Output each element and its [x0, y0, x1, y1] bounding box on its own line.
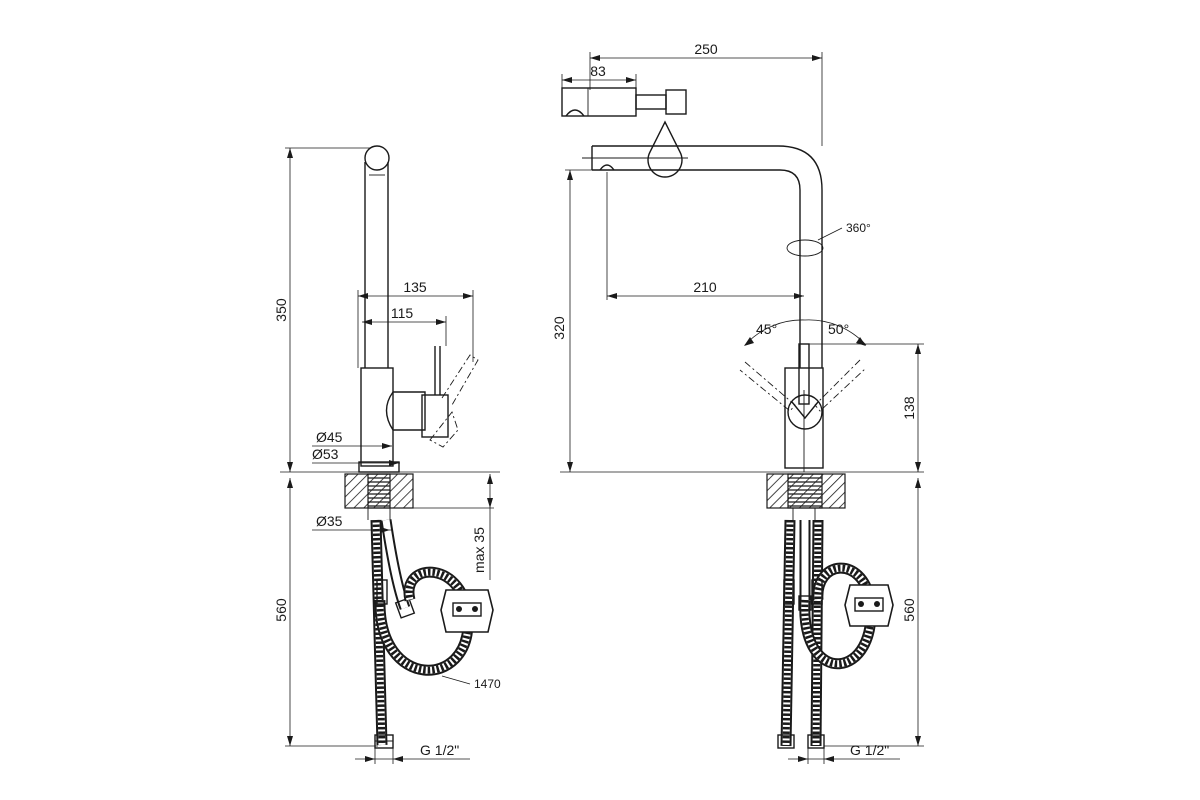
side-dim-hose-height: 560: [273, 598, 289, 622]
front-dim-spout-reach: 210: [693, 279, 717, 295]
front-hose-weight: [844, 584, 894, 627]
side-handle-base: [421, 394, 449, 438]
front-shank: [787, 473, 823, 509]
front-spout: [592, 145, 823, 368]
front-handle-hub: [787, 394, 823, 430]
side-dim-shank-diameter: Ø35: [316, 513, 343, 529]
front-dim-total-reach: 250: [694, 41, 718, 57]
front-dim-spout-height: 320: [551, 316, 567, 340]
side-cartridge: [385, 391, 426, 431]
side-dim-body-diameter: Ø45: [316, 429, 343, 445]
side-hose-weight: [440, 589, 494, 633]
side-spout: [364, 162, 389, 368]
side-dim-connection: G 1/2": [420, 742, 459, 758]
side-dim-handle-inner: 115: [391, 305, 414, 321]
front-dim-hose-height: 560: [901, 598, 917, 622]
front-view: 360° 45° 50°: [551, 41, 924, 764]
water-drop-icon: [647, 120, 683, 178]
side-shank: [367, 473, 391, 509]
front-rotation-ellipse: [786, 239, 824, 257]
front-dim-lever-height: 138: [901, 396, 917, 420]
side-dim-handle-outer: 135: [403, 279, 427, 295]
front-dim-angle-left: 45°: [756, 321, 777, 337]
side-hose-nut: [376, 579, 388, 605]
side-dim-hose-length: 1470: [474, 677, 501, 691]
side-view: 350 560 135 115 Ø45 Ø53 Ø35 max: [273, 145, 501, 764]
front-dim-head-length: 83: [590, 63, 606, 79]
side-spout-top: [364, 145, 390, 171]
front-pullout-hose: [635, 94, 667, 110]
front-pullout-head: [561, 87, 637, 117]
side-dim-height: 350: [273, 298, 289, 322]
side-connector: [374, 734, 394, 749]
front-dim-connection: G 1/2": [850, 742, 889, 758]
side-dim-base-diameter: Ø53: [312, 446, 339, 462]
front-dim-angle-right: 50°: [828, 321, 849, 337]
side-dim-max-deck: max 35: [471, 527, 487, 573]
front-dim-rotation: 360°: [846, 221, 871, 235]
side-body: [360, 367, 394, 467]
front-connector-right: [807, 734, 825, 749]
front-connector-left: [777, 734, 795, 749]
